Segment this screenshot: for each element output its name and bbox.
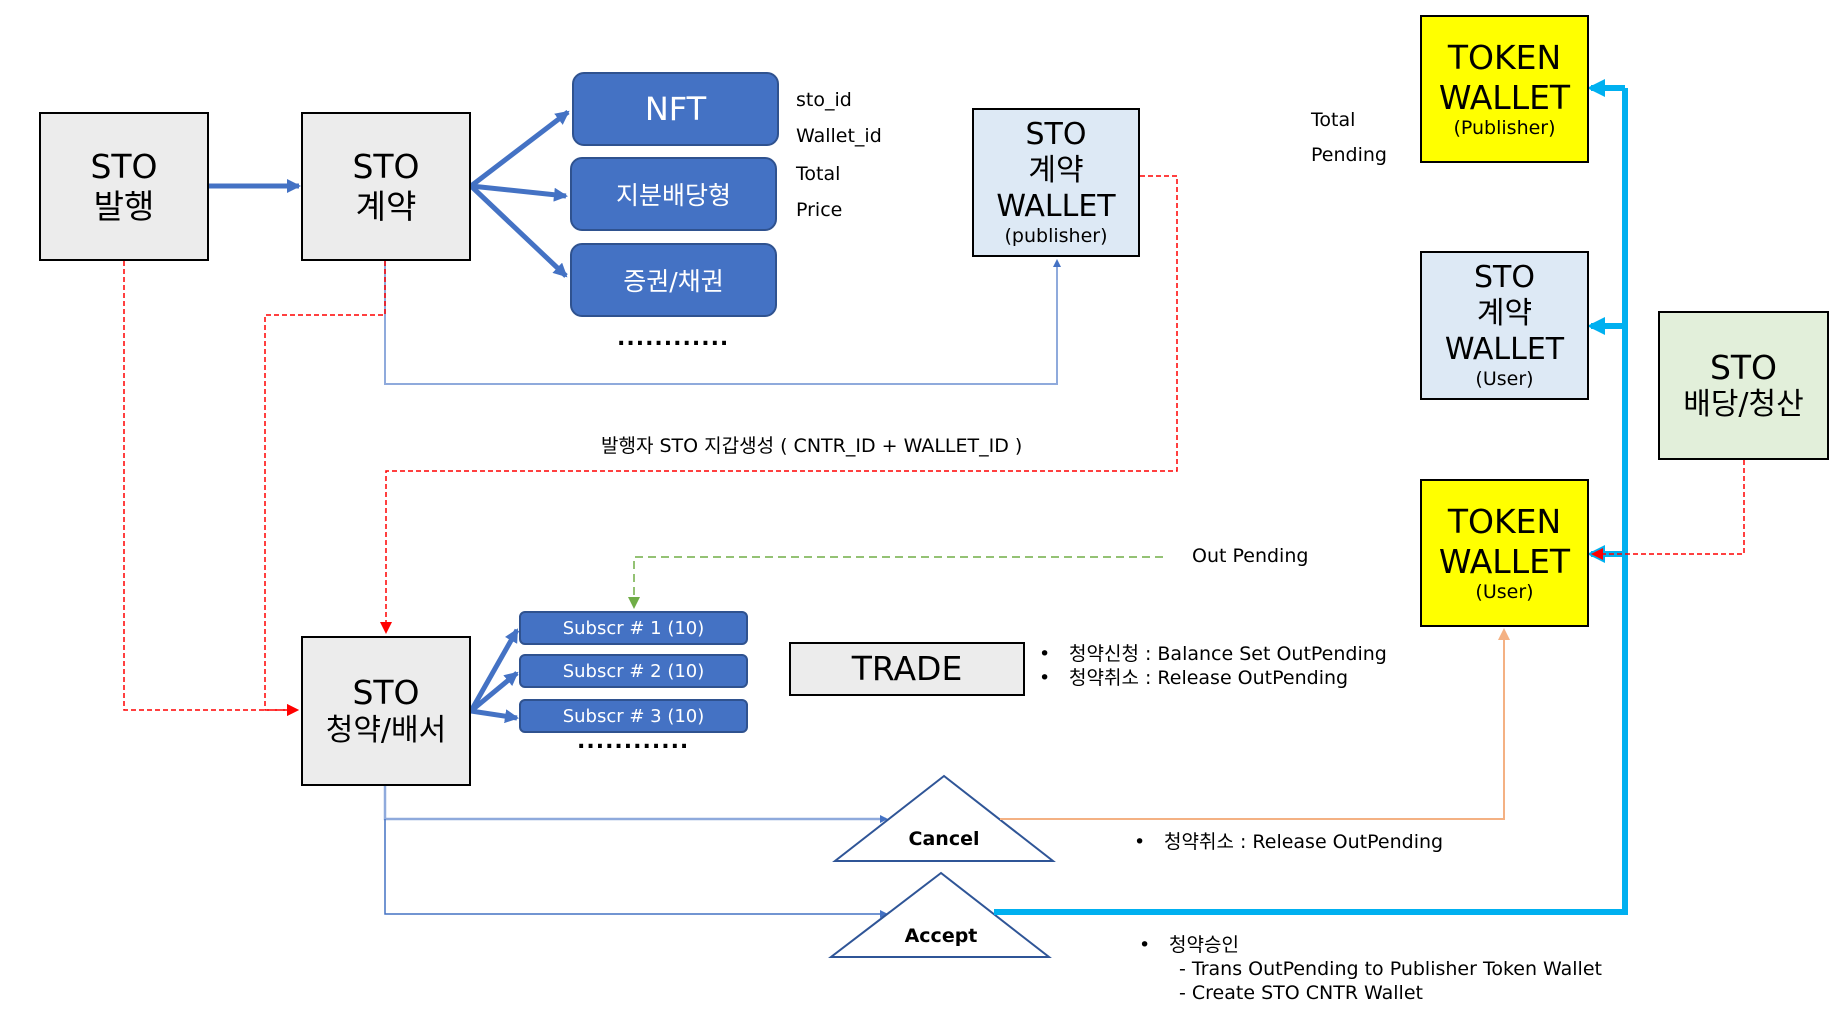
- cwu-line3: WALLET: [1444, 332, 1565, 368]
- arrow-contract-to-equity: [470, 183, 568, 202]
- line-subscribe-to-cancel: [383, 786, 888, 823]
- twp-line1: TOKEN: [1447, 38, 1562, 77]
- arrow-contract-to-bond: [469, 184, 568, 278]
- cwu-line4: (User): [1475, 368, 1534, 391]
- total-label: Total: [1311, 109, 1356, 131]
- cancel-notes: 청약취소 : Release OutPending: [1134, 830, 1443, 854]
- dashed-publisher-wallet-to-subscribe: [380, 175, 1178, 634]
- subscriptions-ellipsis: ............: [577, 729, 690, 754]
- field-sto-id: sto_id: [796, 89, 852, 111]
- trade-node[interactable]: TRADE: [789, 642, 1025, 696]
- subscription-item[interactable]: Subscr # 1 (10): [519, 611, 748, 645]
- twp-line3: (Publisher): [1453, 117, 1556, 140]
- pending-label: Pending: [1311, 144, 1387, 166]
- trade-notes: 청약신청 : Balance Set OutPending 청약취소 : Rel…: [1039, 642, 1387, 690]
- accept-notes: 청약승인 - Trans OutPending to Publisher Tok…: [1139, 933, 1602, 1005]
- cwu-line2: 계약: [1476, 296, 1533, 332]
- sto-issue-node[interactable]: STO 발행: [39, 112, 209, 261]
- sto-dividend-line1: STO: [1709, 347, 1778, 387]
- twu-line3: (User): [1475, 581, 1534, 604]
- sto-issue-line1: STO: [90, 146, 158, 186]
- cancel-note: 청약취소 : Release OutPending: [1134, 830, 1443, 854]
- trade-note: 청약신청 : Balance Set OutPending: [1039, 642, 1387, 666]
- field-wallet-id: Wallet_id: [796, 125, 882, 147]
- line-subscribe-to-accept: [384, 819, 888, 918]
- contract-type-bond[interactable]: 증권/채권: [570, 243, 777, 317]
- twu-line1: TOKEN: [1447, 502, 1562, 541]
- cwp-line1: STO: [1025, 117, 1087, 153]
- accept-sub-note: - Trans OutPending to Publisher Token Wa…: [1179, 958, 1602, 980]
- twu-line2: WALLET: [1438, 541, 1571, 581]
- dashed-dividend-to-token-wallet-user: [1591, 460, 1745, 560]
- field-total: Total: [796, 163, 841, 185]
- subscription-item[interactable]: Subscr # 3 (10): [519, 699, 748, 733]
- sto-contract-line2: 계약: [355, 186, 417, 226]
- trade-note: 청약취소 : Release OutPending: [1039, 666, 1387, 690]
- subscription-item[interactable]: Subscr # 2 (10): [519, 654, 748, 688]
- accept-sub-note: - Create STO CNTR Wallet: [1179, 982, 1423, 1004]
- line-cancel-to-token-wallet-user: [1000, 628, 1510, 820]
- cwp-line3: WALLET: [996, 189, 1116, 225]
- dashed-issue-to-subscribe: [123, 261, 299, 716]
- contract-wallet-publisher-node[interactable]: STO 계약 WALLET (publisher): [972, 108, 1140, 257]
- cwp-line2: 계약: [1028, 153, 1084, 189]
- sto-subscribe-line2: 청약/배서: [325, 712, 447, 748]
- sto-subscribe-node[interactable]: STO 청약/배서: [301, 636, 471, 786]
- trade-label: TRADE: [851, 649, 963, 689]
- contract-type-nft[interactable]: NFT: [572, 72, 779, 146]
- cancel-triangle[interactable]: [832, 774, 1056, 862]
- contract-wallet-user-node[interactable]: STO 계약 WALLET (User): [1420, 251, 1589, 400]
- cancel-label: Cancel: [908, 828, 980, 850]
- field-price: Price: [796, 199, 843, 221]
- token-wallet-user-node[interactable]: TOKEN WALLET (User): [1420, 479, 1589, 627]
- sto-contract-line1: STO: [352, 146, 420, 186]
- line-contract-to-publisher-wallet: [384, 259, 1061, 385]
- sto-contract-node[interactable]: STO 계약: [301, 112, 471, 261]
- sto-subscribe-line1: STO: [352, 673, 420, 713]
- dashed-out-pending-to-subscr: [628, 556, 1163, 609]
- out-pending-label: Out Pending: [1192, 545, 1309, 567]
- token-wallet-publisher-node[interactable]: TOKEN WALLET (Publisher): [1420, 15, 1589, 163]
- cwu-line1: STO: [1474, 260, 1535, 296]
- twp-line2: WALLET: [1438, 77, 1571, 117]
- cwp-line4: (publisher): [1004, 225, 1108, 248]
- sto-dividend-node[interactable]: STO 배당/청산: [1658, 311, 1829, 460]
- line-accept-to-wallets: [994, 88, 1628, 915]
- arrow-subscribe-to-subscr-2: [469, 671, 519, 713]
- accept-note: 청약승인: [1139, 933, 1602, 957]
- arrow-contract-to-nft: [469, 110, 570, 188]
- sto-dividend-line2: 배당/청산: [1683, 387, 1804, 423]
- publisher-wallet-create-label: 발행자 STO 지갑생성 ( CNTR_ID + WALLET_ID ): [601, 435, 1023, 457]
- sto-issue-line2: 발행: [93, 186, 155, 226]
- arrow-subscribe-to-subscr-1: [468, 628, 520, 713]
- contract-type-equity[interactable]: 지분배당형: [570, 157, 777, 231]
- accept-label: Accept: [904, 925, 978, 947]
- contract-types-ellipsis: ............: [617, 326, 730, 351]
- arrow-subscribe-to-subscr-3: [470, 708, 519, 724]
